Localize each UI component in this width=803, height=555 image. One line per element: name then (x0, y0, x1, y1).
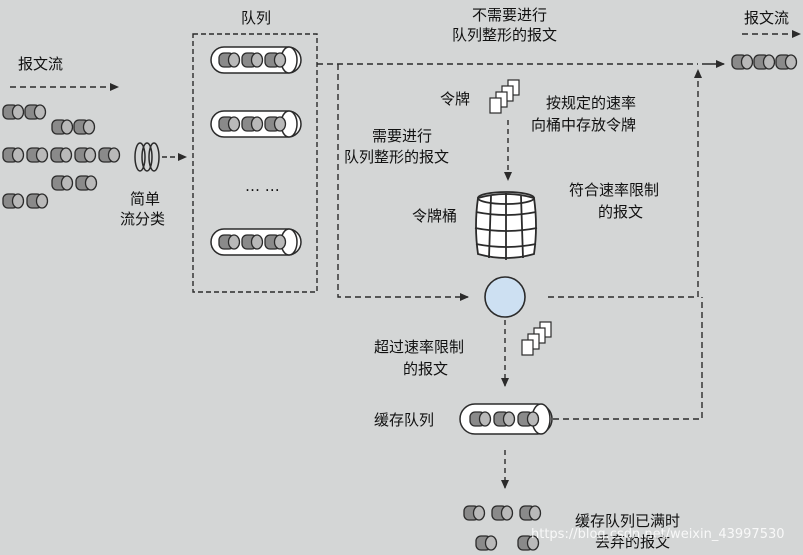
token-icon (489, 79, 520, 114)
queues-label: 队列 (241, 9, 272, 27)
rate-label-line2: 向桶中存放令牌 (531, 116, 637, 134)
buffer-queue-label: 缓存队列 (374, 411, 435, 429)
discard-label-line2: 丢弃的报文 (595, 533, 671, 551)
need-shaping-label-line1: 需要进行 (372, 127, 433, 145)
no-shaping-label-line1: 不需要进行 (472, 6, 548, 24)
input-flow-label: 报文流 (18, 55, 64, 73)
classifier-icon (134, 142, 160, 172)
watermark-text: https://blog.csdn.net/weixin_43997530 (531, 527, 785, 542)
no-shaping-label-line2: 队列整形的报文 (452, 26, 558, 44)
queue-2 (210, 110, 302, 138)
exceed-cards (521, 321, 552, 356)
token-bucket-icon (474, 191, 538, 260)
output-flow-label: 报文流 (744, 9, 790, 27)
conform-label-line2: 的报文 (598, 203, 644, 221)
buffer-queue-icon (459, 403, 553, 435)
queue-n (210, 228, 302, 256)
incoming-packets (2, 104, 121, 209)
exceed-label-line1: 超过速率限制 (374, 338, 465, 356)
output-packets (731, 54, 798, 70)
queue-group-box (192, 33, 318, 293)
conform-label-line1: 符合速率限制 (569, 181, 660, 199)
meter-circle (484, 276, 526, 318)
shaping-path (337, 64, 469, 301)
conform-path (548, 69, 702, 298)
classify-label-line2: 流分类 (120, 210, 166, 228)
discard-label-line1: 缓存队列已满时 (575, 512, 681, 530)
buffer-output-path (553, 297, 703, 420)
classify-label-line1: 简单 (130, 190, 161, 208)
bucket-label: 令牌桶 (412, 207, 458, 225)
exceed-label-line2: 的报文 (403, 360, 449, 378)
token-label: 令牌 (440, 90, 471, 108)
queue-1 (210, 46, 302, 74)
queue-ellipsis: … … (245, 177, 280, 195)
rate-label-line1: 按规定的速率 (546, 94, 637, 112)
discarded-packets (463, 505, 542, 551)
need-shaping-label-line2: 队列整形的报文 (344, 148, 450, 166)
